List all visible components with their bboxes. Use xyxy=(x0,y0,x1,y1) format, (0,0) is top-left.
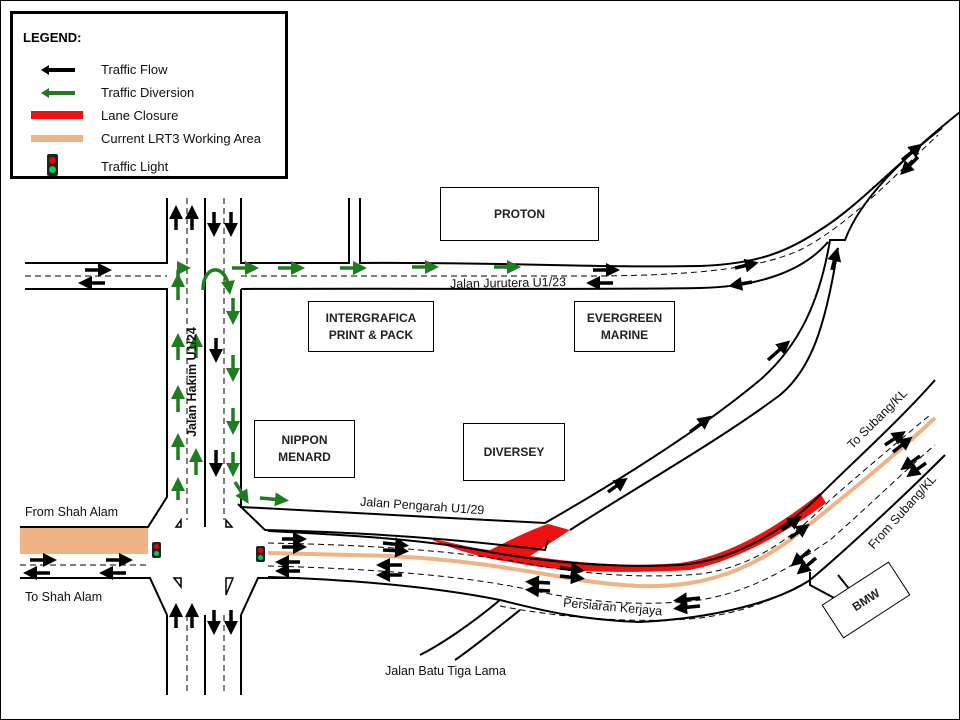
traffic-flow-arrow xyxy=(884,431,906,447)
building-nippon-menard: NIPPON MENARD xyxy=(254,420,355,478)
tan-bar-icon xyxy=(31,135,83,142)
lane-closure-kerjaya xyxy=(428,493,826,572)
traffic-flow-arrow xyxy=(796,556,818,575)
traffic-flow-arrow xyxy=(728,276,753,291)
traffic-diversion-uturn-arrow xyxy=(176,261,191,285)
legend-item-lrt-area: Current LRT3 Working Area xyxy=(13,128,283,150)
legend-item-lane-closure: Lane Closure xyxy=(13,105,283,127)
traffic-arrows xyxy=(23,143,928,635)
lane-dividers xyxy=(20,134,939,695)
legend-label: Current LRT3 Working Area xyxy=(101,131,261,146)
traffic-flow-arrow xyxy=(900,155,920,175)
traffic-flow-arrow xyxy=(559,562,585,577)
traffic-flow-arrow xyxy=(559,570,585,585)
traffic-flow-arrow xyxy=(525,575,551,590)
building-label: PROTON xyxy=(493,206,546,221)
traffic-island xyxy=(225,577,235,596)
lrt-line-kerjaya xyxy=(267,416,937,589)
traffic-flow-arrow xyxy=(673,592,701,607)
traffic-flow-arrow xyxy=(891,436,913,454)
traffic-island xyxy=(225,517,234,528)
direction-label-to-shah-alam: To Shah Alam xyxy=(25,590,103,604)
legend-label: Lane Closure xyxy=(101,108,179,123)
traffic-flow-arrow xyxy=(906,461,928,478)
traffic-flow-arrow xyxy=(790,548,812,567)
traffic-flow-arrow xyxy=(734,258,759,273)
traffic-flow-arrow xyxy=(606,477,628,494)
green-arrow-icon xyxy=(41,88,75,98)
traffic-light-icon xyxy=(47,154,58,176)
traffic-flow-arrow xyxy=(780,515,802,532)
lrt-working-area xyxy=(20,416,937,589)
traffic-flow-arrow xyxy=(766,340,791,362)
direction-label-from-shah-alam: From Shah Alam xyxy=(25,505,119,519)
building-diversey: DIVERSEY xyxy=(463,423,565,481)
legend: LEGEND: Traffic Flow Traffic Diversion L… xyxy=(10,11,288,179)
traffic-flow-arrow xyxy=(673,600,701,615)
traffic-diversion-arrow xyxy=(259,492,289,507)
legend-item-traffic-flow: Traffic Flow xyxy=(13,59,283,81)
red-bar-icon xyxy=(31,111,83,119)
traffic-diversion-uturn-arrow xyxy=(201,268,235,295)
building-label: INTERGRAFICA PRINT & PACK xyxy=(325,310,417,342)
legend-title: LEGEND: xyxy=(23,30,82,45)
traffic-light-east xyxy=(256,546,265,562)
lane-closures xyxy=(428,493,826,572)
black-arrow-icon xyxy=(41,65,75,75)
road-edges xyxy=(20,111,960,695)
legend-label: Traffic Flow xyxy=(101,62,168,77)
building-intergrafica: INTERGRAFICA PRINT & PACK xyxy=(308,301,434,352)
legend-label: Traffic Light xyxy=(101,159,169,174)
traffic-flow-arrow xyxy=(688,415,712,434)
legend-item-traffic-diversion: Traffic Diversion xyxy=(13,82,283,104)
road-label-hakim: Jalan Hakim U1/24 xyxy=(184,327,199,437)
road-label-jurutera: Jalan Jurutera U1/23 xyxy=(449,274,567,292)
traffic-flow-arrow xyxy=(827,247,842,271)
legend-label: Traffic Diversion xyxy=(101,85,195,100)
building-evergreen-marine: EVERGREEN MARINE xyxy=(574,301,675,352)
building-label: BMW xyxy=(849,585,883,614)
traffic-flow-arrow xyxy=(900,143,923,162)
traffic-flow-arrow xyxy=(525,583,551,598)
building-proton: PROTON xyxy=(440,187,599,241)
legend-item-traffic-light: Traffic Light xyxy=(13,154,283,178)
lrt-area-shah-alam xyxy=(20,527,148,554)
traffic-flow-arrow xyxy=(382,543,409,558)
traffic-light-west xyxy=(152,542,161,558)
road-label-batu-tiga: Jalan Batu Tiga Lama xyxy=(385,664,506,678)
traffic-diversion-arrow xyxy=(233,481,249,504)
building-label: DIVERSEY xyxy=(483,444,545,459)
traffic-flow-arrow xyxy=(788,523,810,540)
traffic-flow-arrow xyxy=(382,537,409,552)
building-label: NIPPON MENARD xyxy=(278,433,331,464)
building-label: EVERGREEN MARINE xyxy=(586,310,663,342)
traffic-island xyxy=(172,577,182,590)
traffic-island xyxy=(174,517,182,528)
